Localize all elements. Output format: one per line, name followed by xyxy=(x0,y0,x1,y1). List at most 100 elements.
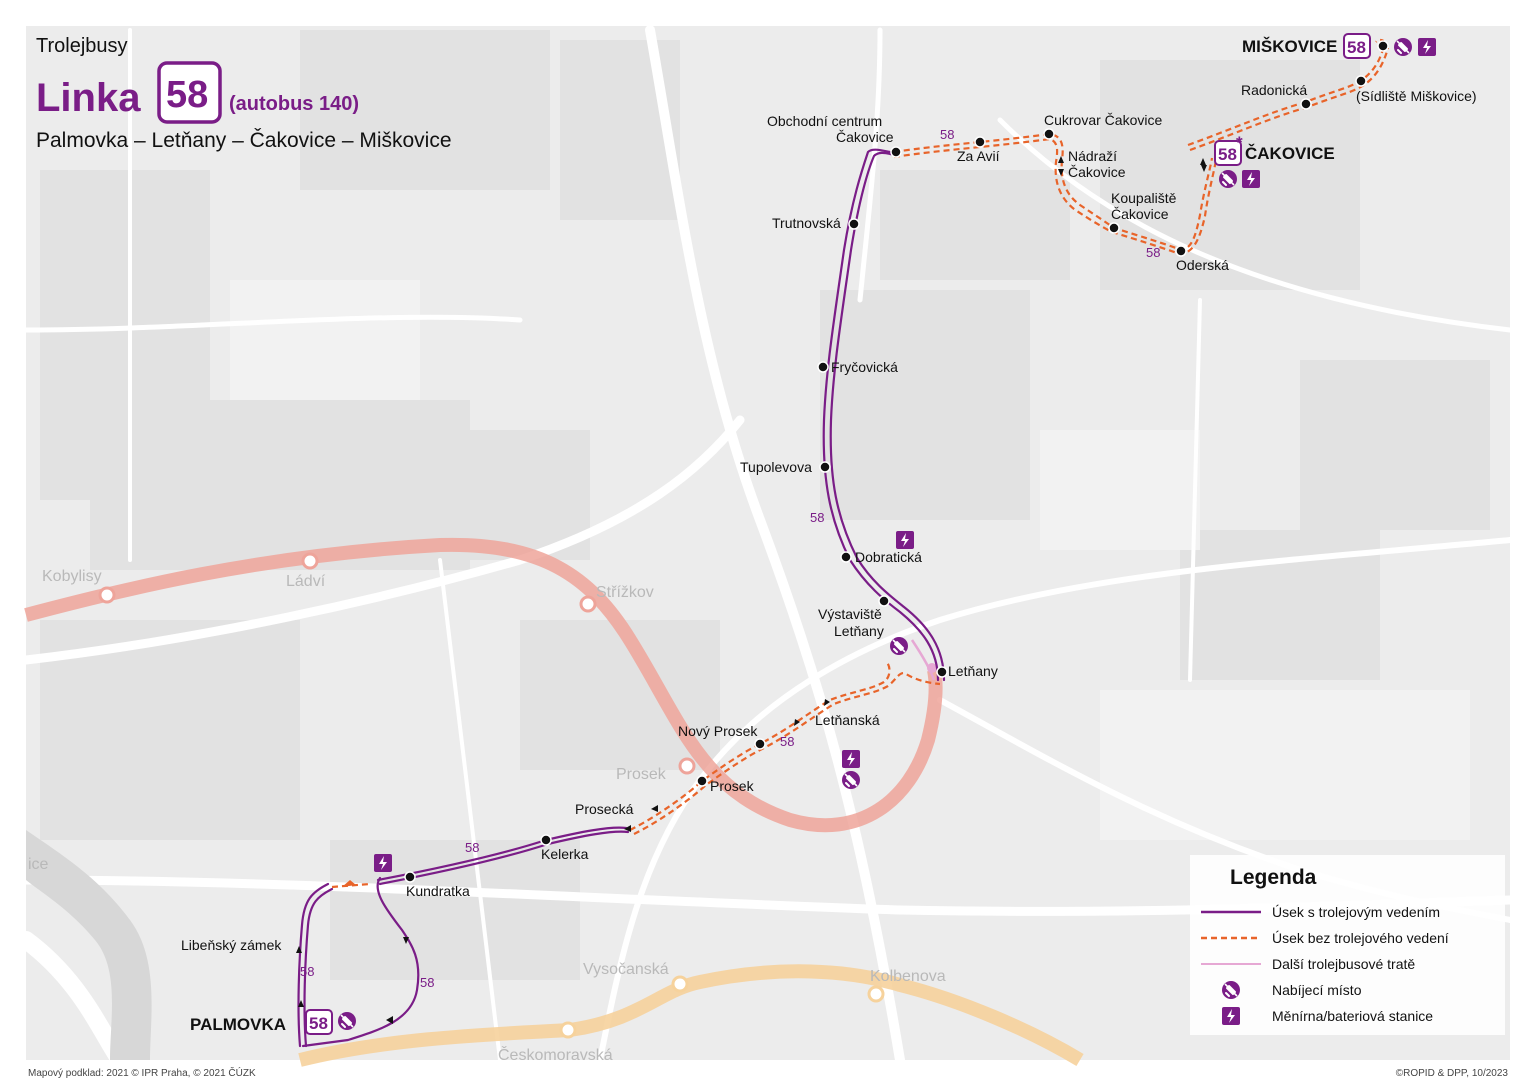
header-line-word: Linka xyxy=(36,76,141,120)
label-obchodni-line1: Obchodní centrum xyxy=(767,113,882,129)
terminal-badge-miskovice xyxy=(1343,33,1371,59)
stop-vystaviste xyxy=(878,595,890,607)
stop-frycovicka xyxy=(817,361,829,373)
label-vystaviste-line2: Letňany xyxy=(834,623,884,639)
label-kelerka: Kelerka xyxy=(541,846,589,862)
other-trolley-terminus xyxy=(927,663,937,673)
label-tupolevova: Tupolevova xyxy=(740,459,812,475)
charging-plug-icon xyxy=(889,636,909,656)
metro-label-kolbenova: Kolbenova xyxy=(870,968,946,985)
lightning-icon xyxy=(1242,170,1260,188)
stop-oderska xyxy=(1175,245,1187,257)
charging-plug-icon xyxy=(1393,37,1413,57)
other-trolley-line xyxy=(910,639,936,681)
label-obchodni-line2: Čakovice xyxy=(836,129,894,145)
label-radonicka: Radonická xyxy=(1241,82,1307,98)
metro-b-stations xyxy=(559,975,885,1039)
legend-title: Legenda xyxy=(1230,866,1317,889)
legend-label: Nabíjecí místo xyxy=(1272,982,1362,998)
header-line-badge xyxy=(157,61,222,124)
label-koupaliste-line1: Koupaliště xyxy=(1111,190,1177,206)
lightning-icon xyxy=(374,854,392,872)
lightning-icon xyxy=(842,750,860,768)
stop-tupolevova xyxy=(819,461,831,473)
lightning-icon xyxy=(1418,38,1436,56)
label-za-avii: Za Avií xyxy=(957,148,1000,164)
label-cukrovar: Cukrovar Čakovice xyxy=(1044,112,1162,128)
label-kundratka: Kundratka xyxy=(406,883,470,899)
label-frycovicka: Fryčovická xyxy=(831,359,898,375)
label-trutnovska: Trutnovská xyxy=(772,215,841,231)
terminal-badge-number: 58 xyxy=(1218,145,1237,164)
line-label: 58 xyxy=(810,510,824,525)
metro-label-ladvi: Ládví xyxy=(286,573,326,590)
legend-panel xyxy=(1190,855,1505,1035)
label-oderska: Oderská xyxy=(1176,257,1229,273)
route-trolley-sections xyxy=(297,148,946,1048)
terminal-badge-cakovice xyxy=(1214,140,1242,166)
header-bus-note: (autobus 140) xyxy=(229,93,359,115)
label-letnanska: Letňanská xyxy=(815,712,880,728)
stop-obchodni-centrum xyxy=(890,146,902,158)
stop-za-avii xyxy=(974,136,986,148)
stop-sidliste xyxy=(1355,75,1367,87)
header-category: Trolejbusy xyxy=(36,35,128,57)
charging-plug-icon xyxy=(1221,980,1241,1000)
stop-radonicka xyxy=(1300,98,1312,110)
label-novy-prosek: Nový Prosek xyxy=(678,723,758,739)
lightning-icon xyxy=(896,531,914,549)
label-sidliste: (Sídliště Miškovice) xyxy=(1356,88,1477,104)
metro-label-strizkov: Střížkov xyxy=(596,584,654,601)
terminal-asterisk: * xyxy=(1236,133,1243,152)
metro-line-c xyxy=(24,537,943,833)
terminal-badge-palmovka xyxy=(305,1009,333,1035)
stop-novy-prosek xyxy=(754,738,766,750)
metro-label-edge-fragment: ice xyxy=(28,856,49,873)
stop-miskovice xyxy=(1377,40,1389,52)
header-line-number: 58 xyxy=(166,74,208,116)
terminal-badge-number: 58 xyxy=(309,1014,328,1033)
charging-plug-icon xyxy=(337,1011,357,1031)
label-nadrazi-line2: Čakovice xyxy=(1068,164,1126,180)
metro-label-kobylisy: Kobylisy xyxy=(42,568,102,585)
metro-label-ceskomoravska: Českomoravská xyxy=(498,1045,613,1064)
stop-letnany xyxy=(936,666,948,678)
terminal-badge-number: 58 xyxy=(1347,38,1366,57)
line-label: 58 xyxy=(940,127,954,142)
line-label: 58 xyxy=(780,734,794,749)
legend-label: Úsek s trolejovým vedením xyxy=(1272,904,1440,920)
map-header: Trolejbusy Linka 58 (autobus 140) Palmov… xyxy=(36,35,452,152)
label-prosek: Prosek xyxy=(710,778,755,794)
legend-label: Úsek bez trolejového vedení xyxy=(1272,930,1449,946)
charging-plug-icon xyxy=(841,770,861,790)
label-vystaviste-line1: Výstaviště xyxy=(818,606,882,622)
terminal-miskovice: MIŠKOVICE xyxy=(1242,37,1337,56)
stop-dobraticka xyxy=(840,551,852,563)
terminal-palmovka: PALMOVKA xyxy=(190,1015,286,1034)
stop-cukrovar xyxy=(1043,128,1055,140)
route-number-labels: 58 58 58 58 58 58 58 xyxy=(300,127,1160,990)
metro-line-b xyxy=(298,964,1084,1067)
metro-label-prosek: Prosek xyxy=(616,766,667,783)
river xyxy=(26,830,152,1060)
direction-arrows xyxy=(296,156,1207,1024)
legend: Legenda Úsek s trolejovým vedením Úsek b… xyxy=(1190,855,1505,1035)
segment-arrow-orange xyxy=(342,880,356,887)
stop-trutnovska xyxy=(848,218,860,230)
line-label: 58 xyxy=(300,964,314,979)
label-libensky-zamek: Libeňský zámek xyxy=(181,937,282,953)
line-label: 58 xyxy=(1146,245,1160,260)
credit-right: ©ROPID & DPP, 10/2023 xyxy=(1396,1068,1509,1079)
metro-c-stations xyxy=(98,552,696,775)
legend-label: Další trolejbusové tratě xyxy=(1272,956,1415,972)
stop-koupaliste xyxy=(1108,222,1120,234)
stop-kelerka xyxy=(540,834,552,846)
label-letnany: Letňany xyxy=(948,663,998,679)
metro-label-vysocanska: Vysočanská xyxy=(583,961,669,978)
stop-markers xyxy=(404,40,1389,883)
open-fields xyxy=(230,280,1470,840)
terminal-cakovice: ČAKOVICE xyxy=(1245,144,1335,163)
label-nadrazi-line1: Nádraží xyxy=(1068,148,1117,164)
charging-plug-icon xyxy=(1218,169,1238,189)
